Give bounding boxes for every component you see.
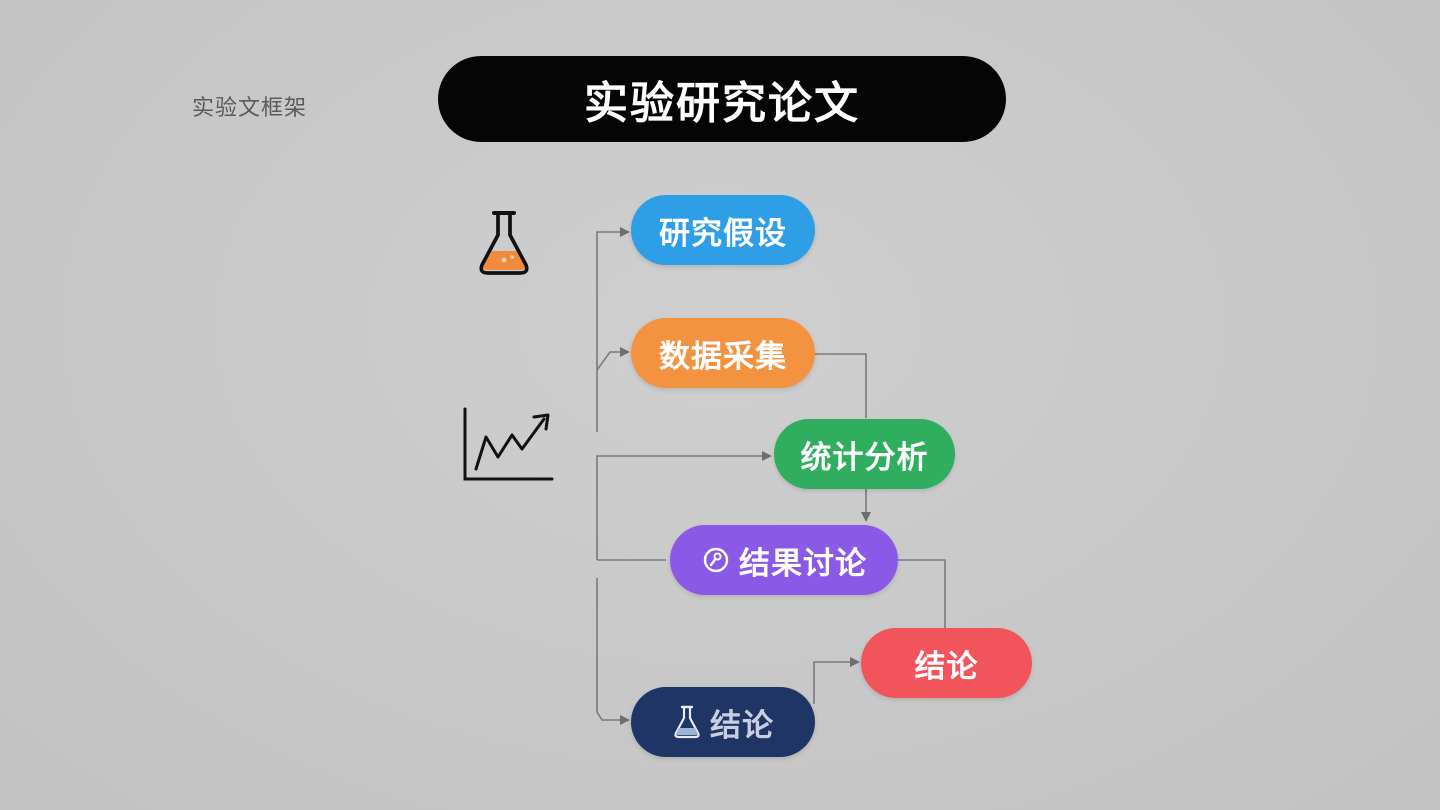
connector-to-final-conclusion bbox=[596, 578, 630, 725]
node-hypothesis[interactable]: 研究假设 bbox=[631, 195, 815, 265]
node-results-discussion[interactable]: 结果讨论 bbox=[670, 525, 898, 595]
connector-data-to-analysis bbox=[814, 353, 867, 418]
node-data-collection-label: 数据采集 bbox=[659, 338, 787, 375]
node-conclusion-label: 结论 bbox=[914, 648, 979, 685]
node-final-conclusion[interactable]: 结论 bbox=[631, 687, 815, 757]
corner-label: 实验文框架 bbox=[192, 96, 308, 121]
node-conclusion[interactable]: 结论 bbox=[861, 628, 1032, 698]
title-pill: 实验研究论文 bbox=[438, 56, 1006, 142]
node-statistical-analysis-label: 统计分析 bbox=[800, 439, 929, 476]
magnifier-icon bbox=[701, 545, 731, 575]
connector-to-hypothesis bbox=[596, 227, 630, 432]
node-results-discussion-label: 结果讨论 bbox=[739, 545, 867, 582]
node-hypothesis-label: 研究假设 bbox=[659, 215, 787, 252]
connector-final-to-conclusion bbox=[813, 657, 860, 704]
connector-to-data-collection bbox=[596, 347, 630, 371]
node-data-collection[interactable]: 数据采集 bbox=[631, 318, 815, 388]
flask-icon bbox=[474, 205, 534, 283]
node-statistical-analysis[interactable]: 统计分析 bbox=[774, 419, 955, 489]
node-final-conclusion-label: 结论 bbox=[710, 707, 774, 744]
connector-results-to-conclusion bbox=[898, 559, 946, 628]
line-chart-icon bbox=[460, 405, 556, 489]
flask-icon bbox=[672, 704, 702, 740]
connector-to-analysis bbox=[596, 451, 772, 560]
